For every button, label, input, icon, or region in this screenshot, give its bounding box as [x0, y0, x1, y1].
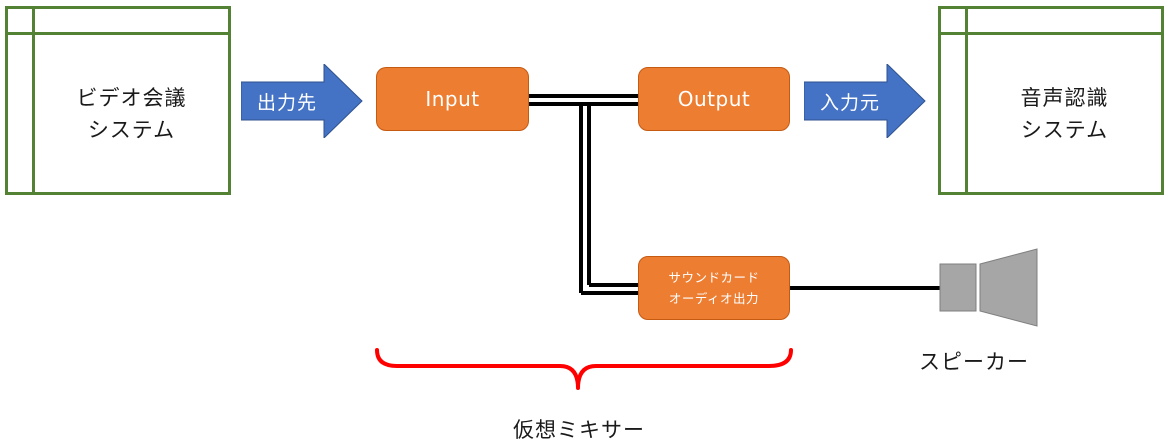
mixer-brace-icon	[375, 348, 793, 390]
soundcard-line2: オーディオ出力	[668, 291, 760, 306]
mixer-branch-connector	[579, 104, 638, 295]
window-title-divider	[941, 32, 1161, 35]
video-system-line2: システム	[87, 117, 176, 142]
speech-system-line2: システム	[1020, 117, 1109, 142]
mixer-brace-label: 仮想ミキサー	[513, 418, 645, 442]
speaker-icon	[939, 248, 1038, 327]
soundcard-block: サウンドカード オーディオ出力	[638, 256, 790, 320]
video-conference-system-box: ビデオ会議 システム	[5, 6, 231, 195]
input-block: Input	[376, 67, 529, 131]
right-arrow-icon	[241, 64, 363, 138]
window-title-divider	[8, 32, 228, 35]
output-to-arrow: 出力先	[241, 64, 363, 138]
input-output-connector	[529, 94, 638, 106]
speech-recognition-system-label: 音声認識 システム	[968, 35, 1161, 192]
window-side-divider	[965, 9, 968, 192]
video-conference-system-label: ビデオ会議 システム	[35, 35, 228, 192]
soundcard-line1: サウンドカード	[668, 270, 760, 285]
output-to-label: 出力先	[257, 91, 318, 114]
input-block-label: Input	[425, 87, 480, 111]
video-system-line1: ビデオ会議	[76, 85, 187, 110]
input-from-label: 入力元	[820, 91, 881, 114]
window-side-divider	[32, 9, 35, 192]
output-block-label: Output	[677, 87, 751, 111]
output-block: Output	[638, 67, 790, 131]
speaker-label: スピーカー	[919, 350, 1029, 374]
right-arrow-icon	[804, 64, 926, 138]
speech-system-line1: 音声認識	[1020, 85, 1109, 110]
input-from-arrow: 入力元	[804, 64, 926, 138]
speech-recognition-system-box: 音声認識 システム	[938, 6, 1164, 195]
